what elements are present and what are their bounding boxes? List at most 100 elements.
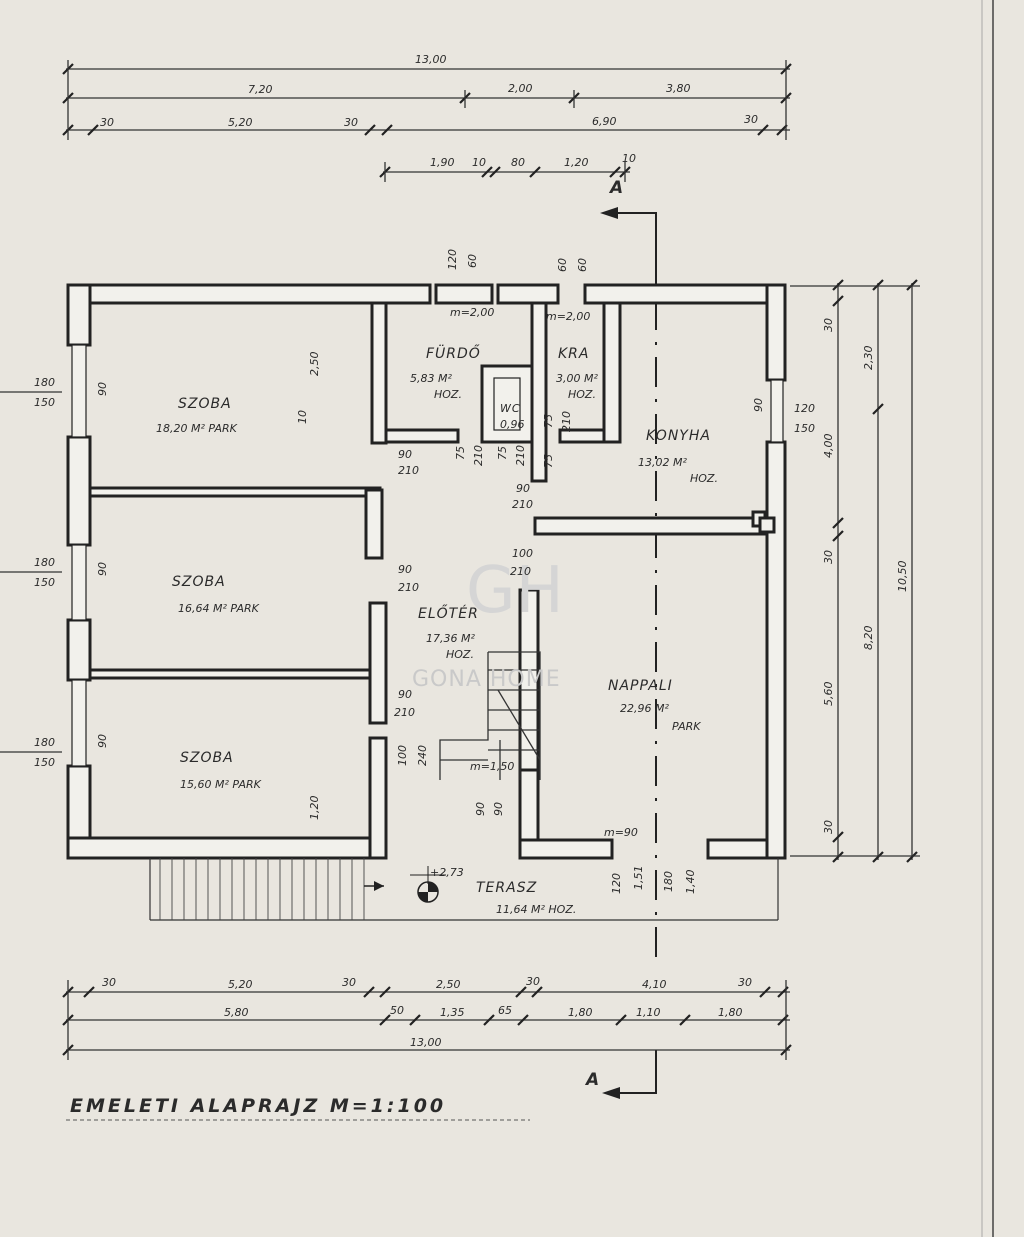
svg-text:90: 90 <box>398 688 412 701</box>
dim-right-total: 10,50 <box>896 561 909 593</box>
watermark-text: GONA HOME <box>412 667 561 692</box>
dim-bottom-row1-5: 4,10 <box>642 978 667 991</box>
svg-text:75: 75 <box>496 446 509 460</box>
svg-text:10: 10 <box>296 410 309 424</box>
svg-text:m=90: m=90 <box>604 826 638 839</box>
dim-right-3: 30 <box>822 550 835 564</box>
room-szoba1-name: SZOBA <box>178 396 232 412</box>
dim-right-window-0: 120 <box>794 402 815 415</box>
svg-text:75: 75 <box>542 454 555 468</box>
room-nappali-area: 22,96 M² <box>620 702 669 715</box>
room-wc-area: 0,96 <box>500 418 525 431</box>
dim-bottom-row2-6: 1,80 <box>718 1006 743 1019</box>
svg-text:120: 120 <box>610 873 623 894</box>
dim-sill-0: 90 <box>96 382 109 396</box>
room-furdo-area: 5,83 M² <box>410 372 452 385</box>
svg-text:1,40: 1,40 <box>684 870 697 895</box>
svg-text:210: 210 <box>398 581 419 594</box>
staircase <box>439 651 541 780</box>
room-eloter-area: 17,36 M² <box>426 632 475 645</box>
dim-bottom-row2-1: 50 <box>390 1004 404 1017</box>
svg-text:2,50: 2,50 <box>308 352 321 377</box>
svg-text:100: 100 <box>512 547 533 560</box>
dim-top-total: 13,00 <box>415 53 447 66</box>
svg-text:210: 210 <box>472 445 485 466</box>
dim-right-mid: 8,20 <box>862 626 875 651</box>
svg-text:60: 60 <box>576 258 589 272</box>
room-szoba2-area: 16,64 M² PARK <box>178 602 260 615</box>
terrace-level: +2,73 <box>430 866 464 879</box>
room-furdo-floor: HOZ. <box>434 388 462 401</box>
dim-right-0: 30 <box>822 318 835 332</box>
dim-right-2: 4,00 <box>822 434 835 459</box>
dim-right-window-1: 150 <box>794 422 815 435</box>
room-konyha-area: 13,02 M² <box>638 456 687 469</box>
dim-bottom-row2-4: 1,80 <box>568 1006 593 1019</box>
room-kamra-floor: HOZ. <box>568 388 596 401</box>
interior-dims: 120 60 60 60 m=2,00 m=2,00 2,50 10 75 21… <box>296 249 697 894</box>
dim-left-5: 150 <box>34 756 55 769</box>
dim-bottom-total: 13,00 <box>410 1036 442 1049</box>
dim-bottom-row1-0: 30 <box>102 976 116 989</box>
room-konyha-floor: HOZ. <box>690 472 718 485</box>
dim-bottom-row2-0: 5,80 <box>224 1006 249 1019</box>
room-konyha-name: KONYHA <box>646 428 711 444</box>
room-szoba3-area: 15,60 M² PARK <box>180 778 262 791</box>
terrace <box>149 858 779 921</box>
room-eloter-floor: HOZ. <box>446 648 474 661</box>
svg-text:90: 90 <box>492 802 505 816</box>
room-kamra-name: KRA <box>558 346 590 362</box>
svg-text:90: 90 <box>516 482 530 495</box>
svg-text:210: 210 <box>398 464 419 477</box>
dim-bottom-row2-3: 65 <box>498 1004 512 1017</box>
bottom-dimension-lines <box>62 980 792 1060</box>
room-nappali-floor: PARK <box>672 720 701 733</box>
dim-sill-2: 90 <box>96 734 109 748</box>
room-terasz-area: 11,64 M² HOZ. <box>496 903 576 916</box>
svg-text:210: 210 <box>394 706 415 719</box>
svg-text:90: 90 <box>474 802 487 816</box>
dim-right-window-2: 90 <box>752 398 765 412</box>
drawing-title: EMELETI ALAPRAJZ M=1:100 <box>70 1095 446 1117</box>
walls <box>66 283 787 860</box>
dim-top-row2-2: 3,80 <box>666 82 691 95</box>
dim-left-1: 150 <box>34 396 55 409</box>
dim-left-2: 180 <box>34 556 55 569</box>
dim-sill-1: 90 <box>96 562 109 576</box>
svg-text:75: 75 <box>542 414 555 428</box>
dim-top-row3-2: 30 <box>344 116 358 129</box>
section-marker-bottom: A <box>584 1070 599 1090</box>
dim-top-row2-1: 2,00 <box>508 82 533 95</box>
dim-top-row3-3: 6,90 <box>592 115 617 128</box>
dim-top-row4-0: 1,90 <box>430 156 455 169</box>
svg-text:100: 100 <box>396 745 409 766</box>
dim-bottom-row1-1: 5,20 <box>228 978 253 991</box>
svg-text:90: 90 <box>398 448 412 461</box>
dim-bottom-row1-4: 30 <box>526 975 540 988</box>
room-szoba2-name: SZOBA <box>172 574 226 590</box>
dim-top-row2-0: 7,20 <box>248 83 273 96</box>
svg-text:60: 60 <box>466 254 479 268</box>
dim-bottom-row1-3: 2,50 <box>436 978 461 991</box>
svg-text:60: 60 <box>556 258 569 272</box>
svg-text:210: 210 <box>510 565 531 578</box>
dim-bottom-row2-2: 1,35 <box>440 1006 465 1019</box>
dim-top-row4-4: 10 <box>622 152 636 165</box>
dim-left-4: 180 <box>34 736 55 749</box>
svg-text:120: 120 <box>446 249 459 270</box>
dim-bottom-row2-5: 1,10 <box>636 1006 661 1019</box>
dim-top-row3-4: 30 <box>744 113 758 126</box>
dim-bottom-row1-6: 30 <box>738 976 752 989</box>
room-szoba1-area: 18,20 M² PARK <box>156 422 238 435</box>
left-window-dims <box>0 391 62 753</box>
svg-text:1,20: 1,20 <box>308 796 321 821</box>
svg-text:210: 210 <box>560 411 573 432</box>
dim-left-3: 150 <box>34 576 55 589</box>
dim-bottom-row1-2: 30 <box>342 976 356 989</box>
svg-text:m=2,00: m=2,00 <box>450 306 494 319</box>
room-nappali-name: NAPPALI <box>608 678 673 694</box>
svg-text:210: 210 <box>514 445 527 466</box>
svg-text:m=1,50: m=1,50 <box>470 760 514 773</box>
svg-text:90: 90 <box>398 563 412 576</box>
